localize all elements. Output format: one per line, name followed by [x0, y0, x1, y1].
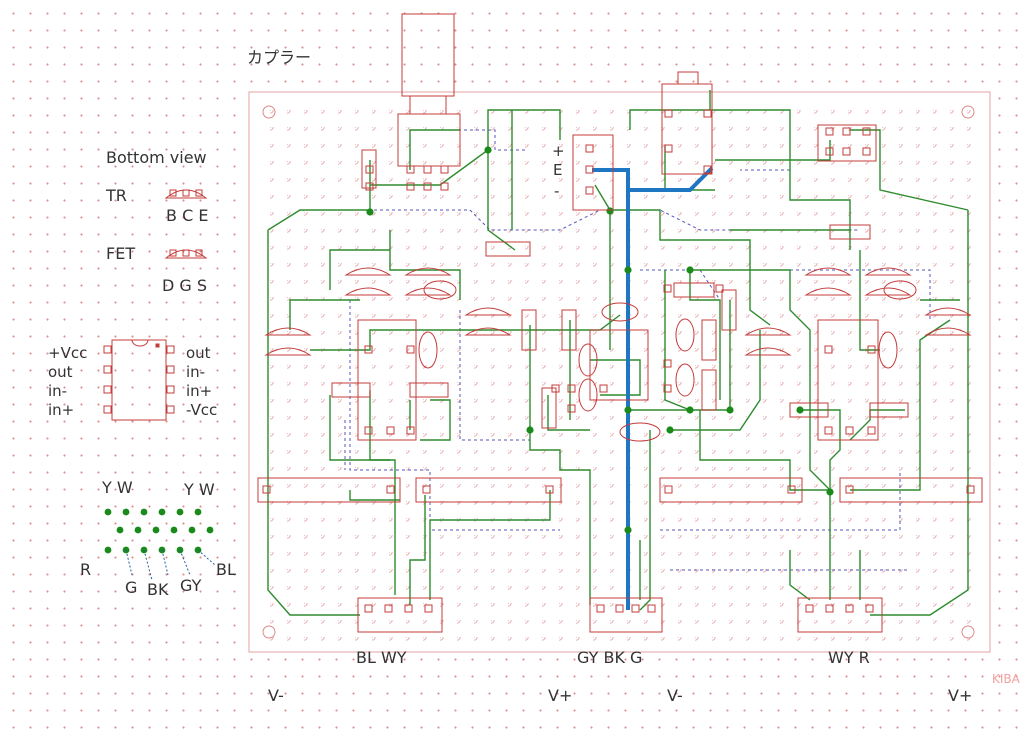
ground-bus	[592, 166, 714, 610]
cap-plus-label: +	[552, 142, 565, 160]
header-right-label: WY R	[828, 648, 870, 667]
mount-hole	[262, 625, 276, 639]
tr-pins-label: B C E	[166, 206, 209, 225]
mount-hole	[262, 105, 276, 119]
mount-hole	[961, 625, 975, 639]
opamp-pin-left-3: in-	[48, 382, 68, 400]
hole-grid	[258, 100, 982, 642]
page-title: カプラー	[247, 48, 312, 67]
watermark: KIBA	[992, 672, 1020, 686]
header-center-label: GY BK G	[577, 648, 643, 667]
rail-v-minus-left: V-	[268, 686, 284, 705]
opamp-pin-right-3: in+	[186, 382, 213, 400]
connector-bk: BK	[147, 580, 169, 599]
rail-v-minus-center: V-	[667, 686, 683, 705]
opamp-pin-right-4: -Vcc	[186, 401, 218, 419]
green-traces	[267, 90, 969, 616]
fet-pins-label: D G S	[162, 276, 208, 295]
connector-yw-right: Y W	[184, 480, 215, 499]
bottom-view-label: Bottom view	[106, 148, 207, 167]
connector-r: R	[80, 560, 92, 579]
fet-label: FET	[106, 244, 136, 263]
opamp-pin-left-4: in+	[48, 401, 75, 419]
pads	[262, 109, 975, 613]
opamp-pin-left-1: +Vcc	[48, 344, 88, 362]
header-left-label: BL WY	[356, 648, 407, 667]
mount-hole	[961, 105, 975, 119]
connector-yw-left: Y W	[102, 478, 133, 497]
connector-legend	[104, 508, 216, 581]
connector-gy: GY	[180, 576, 202, 595]
junction-dots	[366, 146, 834, 534]
opamp-pin-right-1: out	[186, 344, 211, 362]
opamp-pin-right-2: in-	[186, 363, 206, 381]
components	[257, 13, 983, 633]
rail-v-plus-right: V+	[948, 686, 973, 705]
connector-bl: BL	[216, 560, 236, 579]
rail-v-plus-center: V+	[548, 686, 573, 705]
opamp-pin-left-2: out	[48, 363, 73, 381]
legend-icons	[103, 189, 208, 421]
cap-minus-label: -	[554, 182, 560, 200]
cap-e-label: E	[553, 161, 563, 179]
tr-label: TR	[106, 186, 127, 205]
connector-g: G	[125, 578, 138, 597]
